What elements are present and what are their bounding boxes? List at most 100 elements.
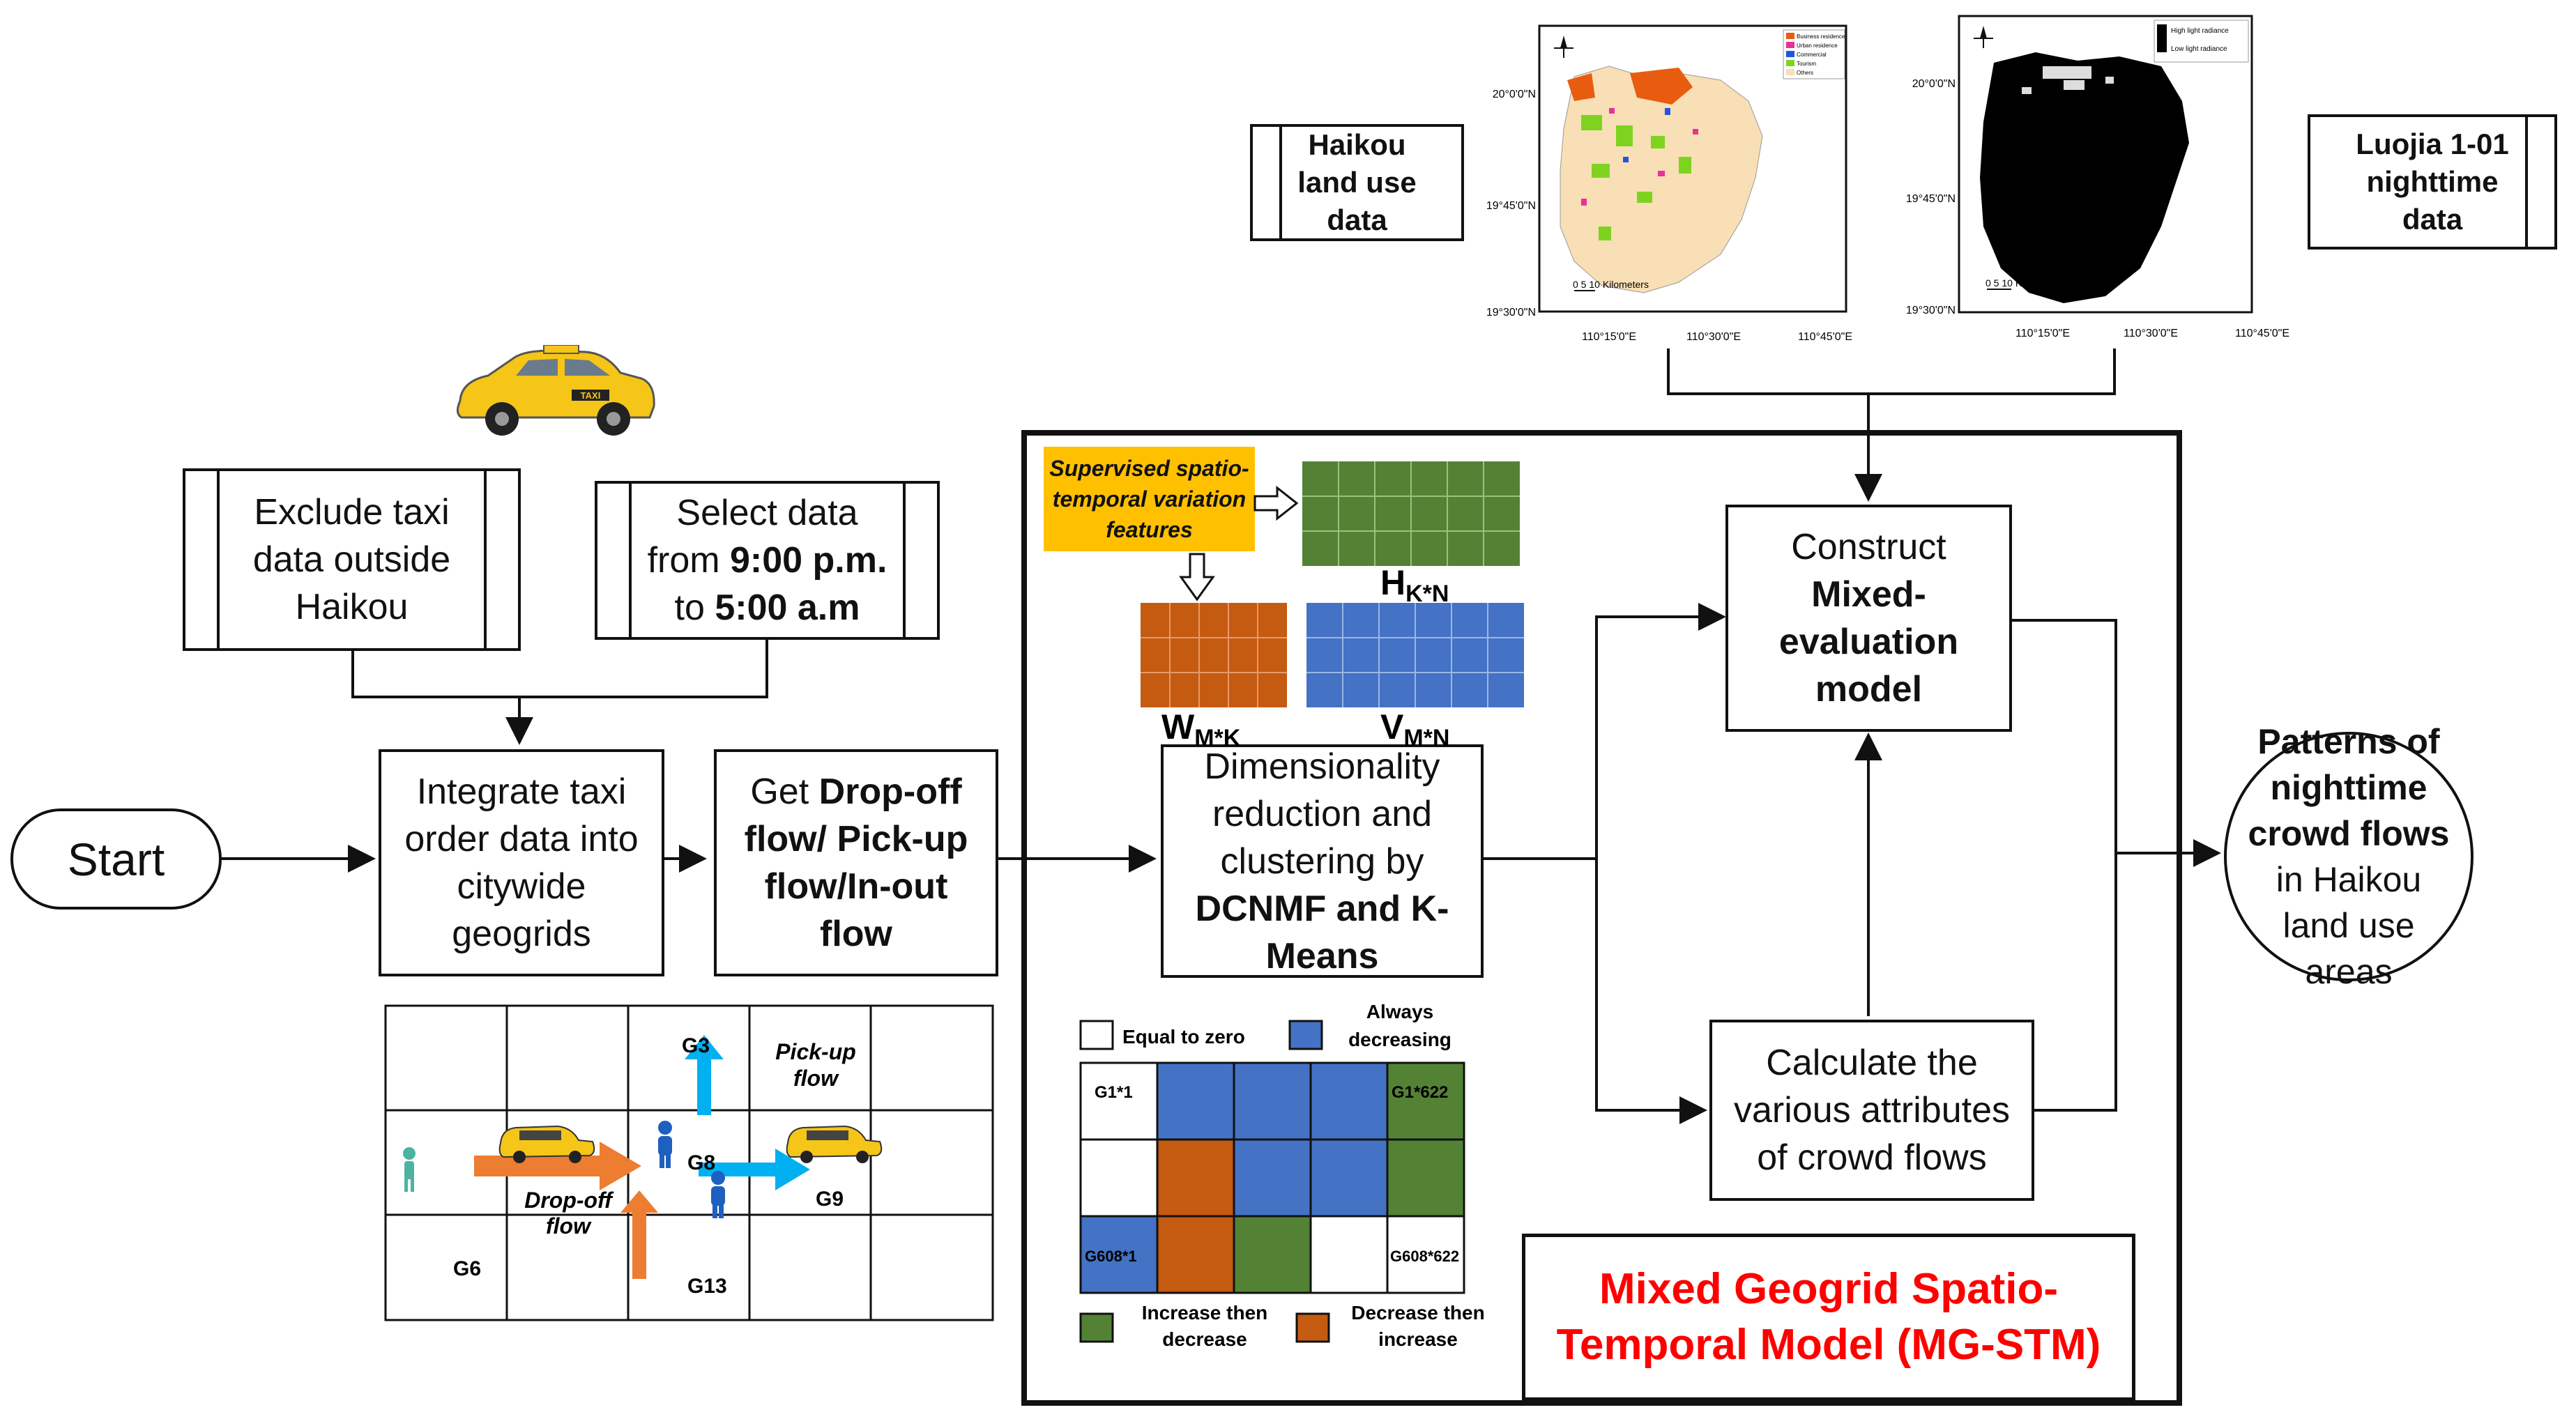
landuse-label: Haikou land use data [1297, 128, 1417, 236]
luojia-data-node: Luojia 1-01 nighttime data [2308, 114, 2557, 250]
v-label: VM*N [1380, 707, 1449, 746]
arrow-split-construct [1595, 603, 1726, 859]
dropoff-arrow [474, 1142, 641, 1190]
cell-g1622: G1*622 [1392, 1083, 1448, 1102]
cluster-grid [1079, 1061, 1465, 1294]
landuse-legend: Business residence Urban residence Comme… [1783, 29, 1845, 79]
line-maps-merge [1667, 348, 2116, 395]
calculate-node: Calculate the various attributes of crow… [1709, 1020, 2034, 1201]
calculate-label: Calculate the various attributes of crow… [1734, 1043, 2010, 1178]
patterns-label: Patterns of nighttime crowd flows in Hai… [2248, 722, 2450, 991]
label-g3: G3 [682, 1034, 710, 1057]
dropoff-flow-word1: Drop-off [524, 1188, 614, 1213]
legend-zero-swatch [1079, 1020, 1114, 1050]
start-label: Start [67, 833, 165, 885]
legend-decreasing-swatch [1288, 1020, 1323, 1050]
integrate-label: Integrate taxi order data into citywide … [404, 772, 639, 954]
lu-legend-2: Commercial [1797, 52, 1827, 58]
cell-g11: G1*1 [1095, 1083, 1133, 1102]
label-g6: G6 [453, 1257, 481, 1280]
nt-lon1: 110°15'0"E [2015, 328, 2070, 339]
taxi-small-icon-1 [498, 1125, 595, 1163]
lu-lon1: 110°15'0"E [1582, 331, 1636, 343]
legend-decinc-word1: Decrease then [1351, 1302, 1484, 1324]
nt-scale: 0 5 10 Kilometers [1986, 277, 2061, 289]
lu-legend-0: Business residence [1797, 33, 1845, 40]
nt-lat2: 19°45'0"N [1906, 193, 1956, 205]
nt-lat3: 19°30'0"N [1906, 305, 1956, 316]
nighttime-legend: High light radiance Low light radiance [2154, 20, 2249, 63]
nt-lon3: 110°45'0"E [2235, 328, 2289, 339]
luojia-label: Luojia 1-01 nighttime data [2356, 128, 2509, 236]
legend-decinc-word2: increase [1378, 1328, 1458, 1350]
supervised-features-box: Supervised spatio-temporal variation fea… [1044, 447, 1255, 551]
select-node: Select data from 9:00 p.m. to 5:00 a.m [595, 481, 940, 640]
nt-lon2: 110°30'0"E [2124, 328, 2178, 339]
mgstm-title: Mixed Geogrid Spatio-Temporal Model (MG-… [1556, 1265, 2101, 1369]
nt-legend-1: Low light radiance [2171, 45, 2227, 53]
lu-lat1: 20°0'0"N [1493, 89, 1536, 100]
legend-incdec-word2: decrease [1162, 1328, 1247, 1350]
dropoff-up-arrow [620, 1190, 658, 1279]
cell-g6081: G608*1 [1085, 1248, 1137, 1265]
walking-person-icon [403, 1147, 416, 1192]
person-icon-2 [711, 1171, 725, 1218]
pickup-flow-word2: flow [793, 1066, 839, 1091]
get-flow-node: Get Drop-off flow/ Pick-up flow/In-out f… [714, 749, 998, 976]
mgstm-title-box: Mixed Geogrid Spatio-Temporal Model (MG-… [1522, 1234, 2135, 1401]
taxi-small-icon-2 [786, 1125, 883, 1163]
flow-grid-svg: G3 G6 G8 G9 G13 Pick-up flow Drop-off fl… [384, 1004, 994, 1321]
line-construct-out [2012, 619, 2117, 853]
lu-legend-4: Others [1797, 70, 1813, 76]
landuse-map: Business residence Urban residence Comme… [1486, 24, 1852, 343]
legend-incdec-swatch [1079, 1312, 1114, 1343]
legend-decinc-swatch [1295, 1312, 1330, 1343]
v-matrix [1306, 603, 1524, 707]
lu-lon2: 110°30'0"E [1686, 331, 1741, 343]
label-g9: G9 [816, 1188, 844, 1211]
patterns-node: Patterns of nighttime crowd flows in Hai… [2224, 722, 2474, 991]
cluster-grid-svg: Equal to zero Always decreasing G1*1 G1*… [1079, 1001, 1485, 1350]
lu-legend-3: Tourism [1797, 61, 1816, 67]
lu-lat3: 19°30'0"N [1486, 307, 1536, 319]
lu-lat2: 19°45'0"N [1486, 200, 1536, 212]
nt-lat1: 20°0'0"N [1912, 78, 1956, 90]
w-label: WM*K [1161, 707, 1241, 746]
w-matrix [1141, 603, 1287, 707]
legend-decreasing-word1: Always [1366, 1001, 1434, 1022]
hollow-arrow-right [1253, 485, 1299, 521]
legend-zero-label: Equal to zero [1122, 1026, 1245, 1048]
north-arrow-icon-1 [1554, 36, 1573, 58]
person-icon-1 [658, 1121, 672, 1168]
dcnmf-label: Dimensionality reduction and clustering … [1195, 746, 1449, 976]
arrow-exclude-integrate [351, 650, 533, 745]
nighttime-map: High light radiance Low light radiance 0… [1906, 15, 2289, 339]
matrices-svg: HK*N WM*K VM*N [1141, 461, 1524, 746]
cell-g608622: G608*622 [1390, 1248, 1459, 1265]
pickup-up-arrow [685, 1035, 724, 1115]
lu-lon3: 110°45'0"E [1798, 331, 1852, 343]
pickup-flow-word1: Pick-up [775, 1039, 856, 1064]
h-label: HK*N [1380, 563, 1449, 607]
dcnmf-node: Dimensionality reduction and clustering … [1161, 744, 1484, 978]
pickup-right-arrow [699, 1149, 810, 1190]
start-node: Start [10, 808, 222, 910]
arrow-split-calculate [1595, 859, 1707, 1124]
taxi-sign: TAXI [581, 390, 601, 401]
legend-decreasing-word2: decreasing [1348, 1029, 1451, 1050]
integrate-node: Integrate taxi order data into citywide … [379, 749, 664, 976]
construct-label: Construct Mixed-evaluation model [1778, 527, 1959, 710]
nt-legend-0: High light radiance [2171, 27, 2229, 35]
exclude-label: Exclude taxi data outside Haikou [252, 492, 451, 627]
dropoff-flow-word2: flow [546, 1213, 592, 1238]
select-label: Select data from 9:00 p.m. to 5:00 a.m [647, 493, 887, 628]
label-g13: G13 [687, 1275, 727, 1298]
line-calculate-out [2034, 853, 2117, 1112]
h-matrix [1302, 461, 1520, 566]
legend-incdec-word1: Increase then [1142, 1302, 1268, 1324]
mgstm-frame [1021, 430, 2182, 1406]
hollow-arrow-down [1179, 553, 1215, 601]
north-arrow-icon-2 [1974, 26, 1993, 48]
supervised-label: Supervised spatio-temporal variation fea… [1049, 456, 1249, 542]
